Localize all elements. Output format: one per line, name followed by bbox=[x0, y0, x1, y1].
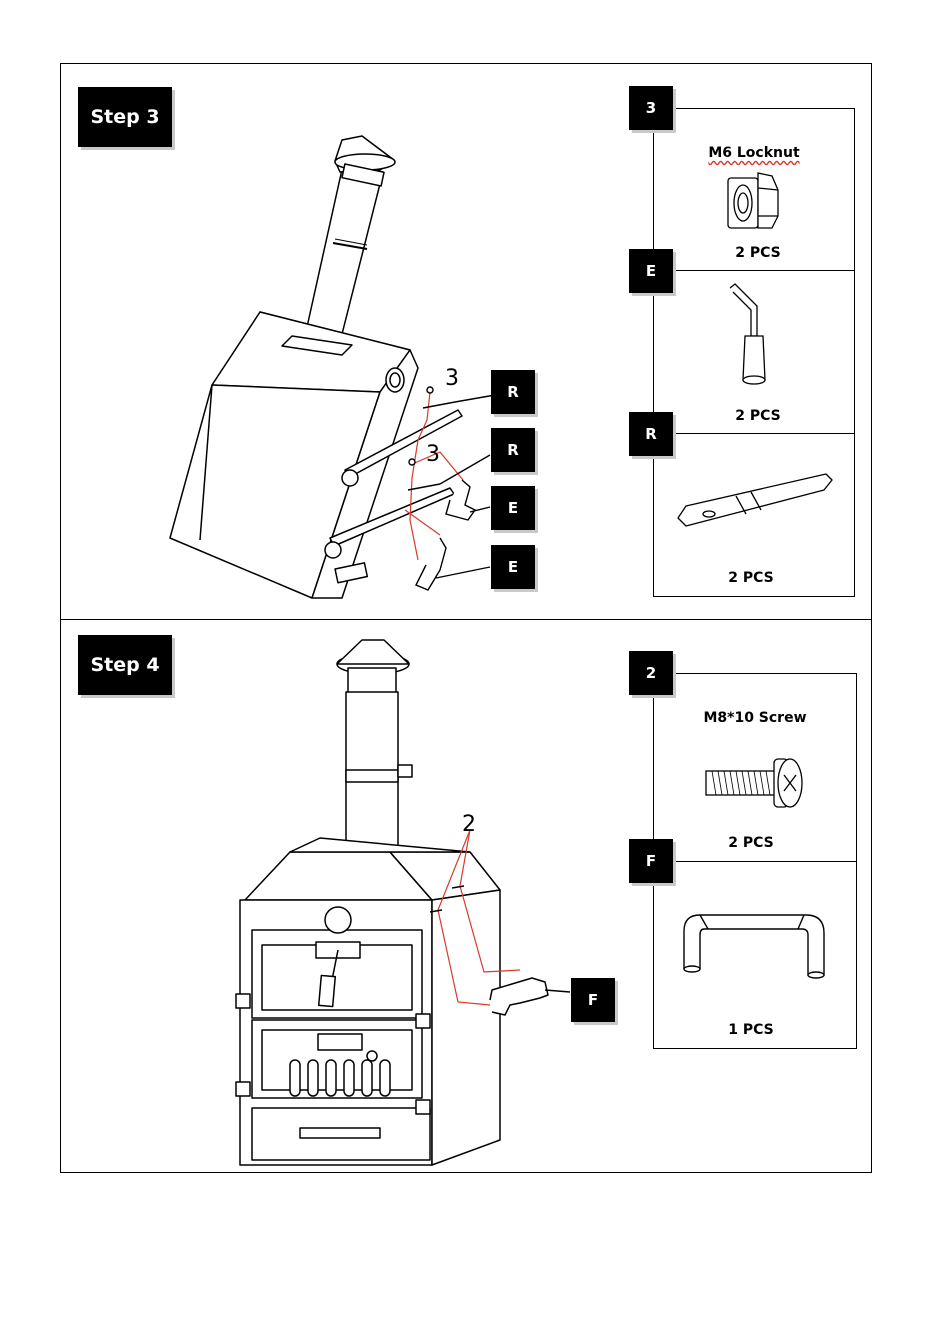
part-name-locknut: M6 Locknut bbox=[653, 145, 855, 161]
step-3-callout-number-2: 3 bbox=[426, 442, 440, 467]
part-name-screw: M8*10 Screw bbox=[653, 710, 857, 726]
part-qty-e-handle: 2 PCS bbox=[653, 408, 863, 424]
part-qty-r-bar: 2 PCS bbox=[646, 570, 856, 586]
step-3-diagram-tag-r-2: R bbox=[491, 428, 535, 472]
locknut-icon bbox=[720, 168, 790, 232]
part-qty-screw: 2 PCS bbox=[646, 835, 856, 851]
part-tag-3: 3 bbox=[629, 86, 673, 130]
part-qty-locknut: 2 PCS bbox=[653, 245, 863, 261]
step-3-diagram-tag-e-2: E bbox=[491, 545, 535, 589]
f-handle-icon bbox=[678, 905, 834, 985]
part-qty-f-handle: 1 PCS bbox=[646, 1022, 856, 1038]
part-tag-2: 2 bbox=[629, 651, 673, 695]
r-bar-icon bbox=[676, 470, 836, 530]
step-3-callout-number: 3 bbox=[445, 366, 459, 391]
step-3-diagram-tag-e-1: E bbox=[491, 486, 535, 530]
screw-icon bbox=[700, 755, 810, 815]
step-4-diagram-tag-f: F bbox=[571, 978, 615, 1022]
step-4-callout-number: 2 bbox=[462, 812, 476, 837]
e-handle-icon bbox=[725, 280, 785, 390]
step-3-diagram-tag-r-1: R bbox=[491, 370, 535, 414]
